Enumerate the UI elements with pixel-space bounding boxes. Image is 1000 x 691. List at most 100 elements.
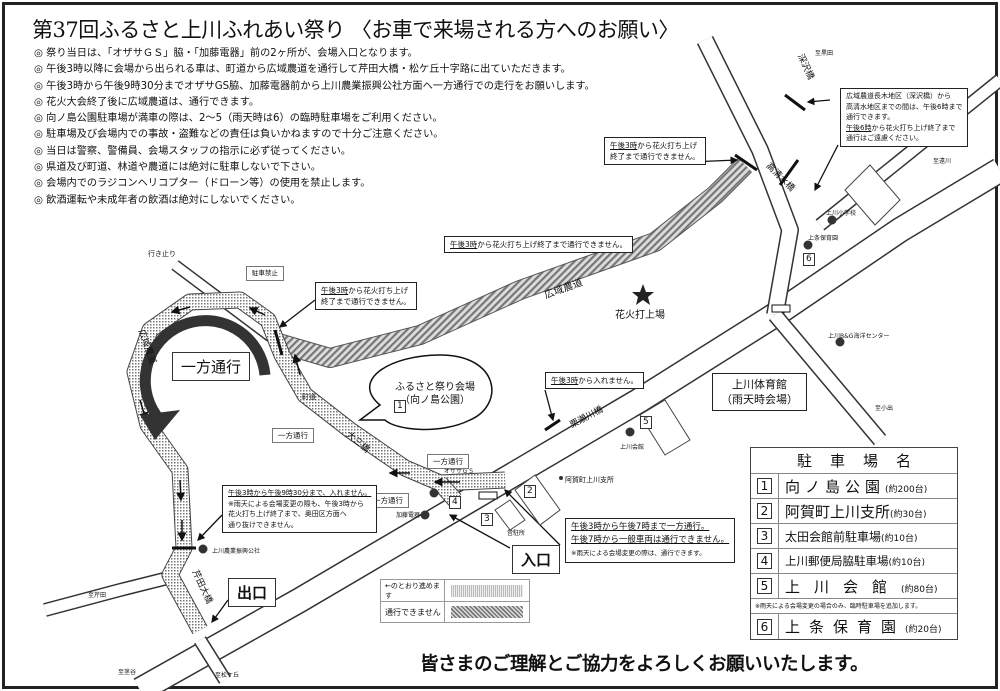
lot-name: 上川会館 — [785, 577, 902, 596]
callout-text: 広域農道長木地区（深沢橋）から — [846, 92, 951, 100]
label-bg-center: 上川B&G海洋センター — [828, 333, 890, 340]
gym-sub: （雨天時会場） — [721, 393, 798, 406]
lot-capacity: (約30台) — [890, 509, 927, 520]
lot-marker: 6 — [803, 253, 815, 266]
map-legend: ←のとおり進めます 通行できません — [380, 579, 530, 623]
label-to-serita: 至芹田 — [88, 592, 107, 599]
callout-text: 終了まで通行できません。 — [321, 297, 411, 306]
one-way-big-label: 一方通行 — [172, 352, 251, 381]
lot-number: 1 — [756, 478, 773, 494]
callout-text: ※雨天による会場変更の際は、通行できます。 — [571, 549, 706, 557]
callout-text: から入れません。 — [578, 376, 639, 385]
notice-item: 向ノ島公園駐車場が満車の際は、2～5（雨天時は6）の臨時駐車場をご利用ください。 — [34, 111, 595, 127]
callout-text: 午後3時から午後7時まで一方通行。 — [571, 522, 710, 532]
entrance-label: 入口 — [512, 545, 561, 574]
traffic-light-icon — [478, 304, 791, 500]
venue-bubble — [357, 354, 493, 431]
label-to-kanaya: 至茎谷 — [118, 669, 137, 676]
lot-name: 上条保育園 — [785, 618, 906, 636]
parking-header: 駐車場名 — [751, 448, 957, 474]
callout-entrance: 午後3時から午後7時まで一方通行。午後7時から一般車両は通行できません。 ※雨天に… — [565, 518, 736, 563]
label-kaikan: 上川会館 — [620, 444, 645, 451]
one-way-big-arrow — [139, 315, 271, 424]
venue-sub: （向ノ島公園） — [400, 395, 470, 406]
callout-text: 午後3時から午後9時30分まで、入れません。 — [228, 489, 372, 497]
callout-left-closure: 午後3時から花火打ち上げ終了まで通行できません。 — [315, 282, 417, 310]
lot-number: 4 — [756, 553, 773, 569]
notice-item: 会場内でのラジコンヘリコプター（ドローン等）の使用を禁止します。 — [34, 176, 595, 192]
callout-text: 高清水地区までの間は、午後6時まで — [846, 102, 963, 111]
callout-text: 午後3時 — [551, 376, 579, 385]
notice-item: 飲酒運転や未成年者の飲酒は絶対にしないでください。 — [34, 193, 595, 209]
lot-marker: 4 — [449, 496, 461, 509]
parking-note: ※雨天による会場変更の場合のみ、臨時駐車場を追加します。 — [751, 599, 957, 614]
label-to-north: 至黒田 — [815, 50, 834, 57]
callout-text: 通行はご遠慮ください。 — [846, 134, 923, 142]
lot-number: 5 — [756, 578, 773, 594]
facility-markers — [198, 215, 845, 554]
callout-text: 午後7時から一般車両は通行できません。 — [571, 535, 730, 545]
callout-bridge: 午後3時から入れません。 — [545, 372, 645, 389]
lot-marker: 3 — [481, 513, 493, 526]
callout-exit: 午後3時から午後9時30分まで、入れません。 ※雨天による会場変更の際も、午後3時… — [222, 485, 378, 533]
notice-item: 午後3時から午後9時30分までオザサGS脇、加藤電器前から上川農業振興公社方面へ… — [34, 79, 595, 95]
lot-number: 2 — [756, 503, 773, 519]
legend-dotted-swatch — [451, 584, 523, 597]
legend-oneway-label: ←のとおり進めます — [381, 580, 445, 601]
label-fireworks-site: 花火打上場 — [615, 310, 665, 321]
road-closure-bars — [172, 93, 806, 550]
callout-text: 花火打ち上げ終了まで、奥田区方面へ — [228, 510, 347, 518]
one-way-label: 一方通行 — [427, 454, 469, 469]
notice-item: 県道及び町道、林道や農道には絶対に駐車しないで下さい。 — [34, 160, 595, 176]
one-way-label: 一方通行 — [367, 493, 409, 508]
label-school: 上川小学校 — [826, 210, 857, 217]
venue-name: ふるさと祭り会場 — [395, 382, 475, 393]
callout-text: から花火打ち上げ終了まで — [871, 123, 956, 132]
callout-text: 午後6時 — [846, 123, 872, 132]
fireworks-star-icon — [632, 284, 654, 305]
closing-message: 皆さまのご理解とご協力をよろしくお願いいたします。 — [420, 654, 869, 675]
label-kato-denki: 加藤電器 — [396, 512, 421, 519]
lot-name: 上川郵便局脇駐車場 — [785, 554, 889, 568]
exit-label: 出口 — [228, 578, 277, 607]
lot-name: 阿賀町上川支所 — [785, 502, 891, 521]
lot-capacity: (約10台) — [881, 533, 918, 544]
callout-text: 午後3時 — [610, 141, 638, 150]
label-to-matsugaoka: 至松ケ丘 — [215, 672, 240, 679]
callout-text: 通り抜けできません。 — [228, 520, 298, 529]
roads — [43, 35, 1000, 691]
callout-text: 通行できます。 — [846, 113, 895, 121]
gym-box: 上川体育館 （雨天時会場） — [712, 373, 807, 411]
callout-farm-road: 午後3時から花火打ち上げ終了まで通行できません。 — [444, 236, 634, 253]
notice-item: 午後3時以降に会場から出られる車は、町道から広域農道を通行して芹田大橋・松ケ丘十… — [34, 62, 595, 78]
parking-row: 2 阿賀町上川支所(約30台) — [751, 499, 957, 524]
page-title: 第37回ふるさと上川ふれあい祭り 〈お車で来場される方へのお願い〉 — [32, 18, 679, 42]
callout-text: ※雨天による会場変更の際も、午後3時から — [228, 499, 364, 508]
callout-text: から花火打ち上げ — [637, 141, 698, 150]
parking-row: 4 上川郵便局脇駐車場(約10台) — [751, 549, 957, 574]
lot-number: 3 — [756, 528, 773, 544]
label-nogyo-kosha: 上川農業振興公社 — [212, 548, 261, 555]
callout-text: 終了まで通行できません。 — [610, 152, 700, 161]
lot-name: 向ノ島公園 — [785, 477, 886, 496]
lot-number: 6 — [756, 618, 773, 635]
lot-marker: 1 — [394, 400, 406, 413]
legend-closed-label: 通行できません — [381, 602, 445, 622]
notice-item: 駐車場及び会場内での事故・盗難などの責任は負いかねますので十分ご注意ください。 — [34, 127, 595, 143]
one-way-label: 一方通行 — [272, 428, 314, 443]
callout-text: から花火打ち上げ — [348, 286, 409, 295]
closed-farm-road — [272, 157, 753, 368]
parking-row: 5 上川会館(約80台) — [751, 574, 957, 599]
gym-name: 上川体育館 — [732, 378, 787, 391]
callout-mid-closure: 午後3時から花火打ち上げ終了まで通行できません。 — [604, 137, 706, 165]
lot-capacity: (約80台) — [901, 584, 938, 595]
lot-capacity: (約10台) — [888, 558, 925, 568]
label-ozasa-gs: オザサＧＳ — [444, 468, 475, 475]
notice-item: 当日は警察、警備員、会場スタッフの指示に必ず従ってください。 — [34, 144, 595, 160]
callout-text: 午後3時 — [450, 240, 478, 249]
